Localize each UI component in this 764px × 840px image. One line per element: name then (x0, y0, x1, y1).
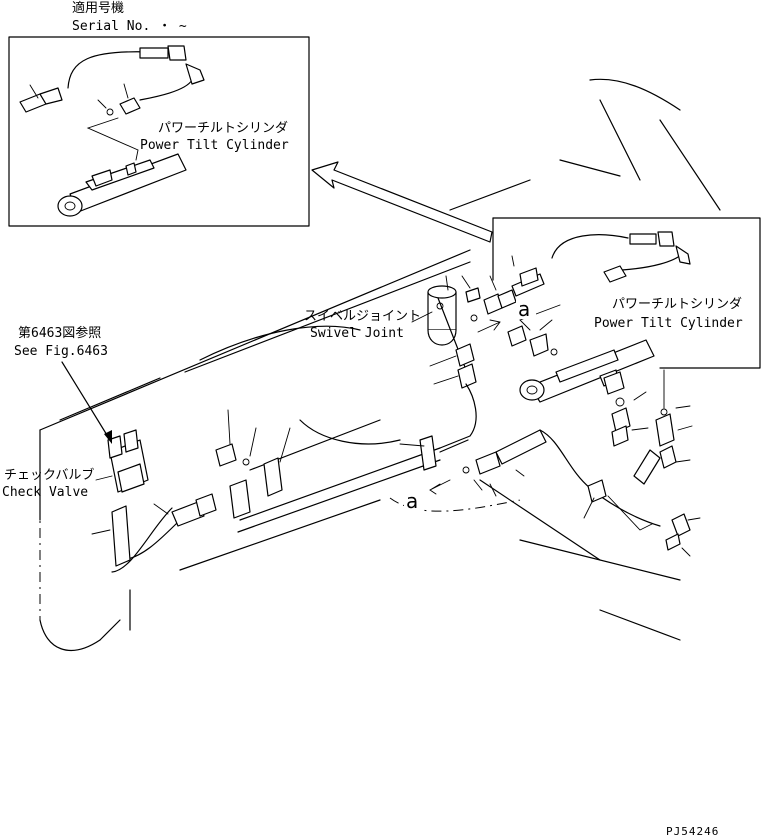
point-a-upper: a (518, 297, 530, 321)
swivel-fittings (445, 255, 558, 357)
check-valve-label-ja: チェックバルブ (4, 467, 94, 483)
inset-adapter-fitting (106, 97, 141, 116)
reference-label-ja: 第6463図参照 (18, 325, 101, 341)
hydraulic-pipes (111, 383, 661, 573)
reference-label-en: See Fig.6463 (14, 344, 108, 359)
check-valve (107, 429, 149, 493)
swivel-joint-label-ja: スイベルジョイント (304, 309, 421, 324)
inset-cylinder-label-en: Power Tilt Cylinder (140, 138, 289, 153)
right-detail-box: パワーチルトシリンダ Power Tilt Cylinder (492, 217, 761, 403)
swivel-joint (427, 285, 477, 389)
point-a-lower: a (406, 489, 418, 513)
cylinder-side-fittings (583, 369, 701, 557)
inset-elbow-fitting (139, 45, 205, 85)
pipe-clamp-1 (419, 435, 437, 471)
reference-pointer-arrow (61, 361, 112, 444)
inset-cylinder-label-ja: パワーチルトシリンダ (158, 121, 288, 136)
check-valve-fittings (91, 355, 459, 567)
main-cylinder-label-ja: パワーチルトシリンダ (612, 297, 742, 312)
applicable-serial-label: 適用号機 (72, 0, 124, 16)
swivel-joint-label-en: Swivel Joint (310, 326, 404, 341)
inset-hose-end-fitting (19, 87, 63, 113)
right-elbow-fitting (629, 231, 691, 265)
check-valve-label-en: Check Valve (2, 485, 88, 500)
lower-hose-assembly (462, 429, 547, 497)
inset-detail-box: パワーチルトシリンダ Power Tilt Cylinder (8, 36, 310, 227)
detail-pointer-arrow (311, 161, 493, 243)
inset-power-tilt-cylinder (57, 153, 187, 217)
machine-frame-outline (39, 78, 721, 651)
serial-number-label: Serial No. ・ ~ (72, 19, 187, 34)
pipe-clamp-2 (263, 457, 283, 497)
right-adapter-fitting (603, 265, 627, 283)
figure-code: PJ54246 (666, 825, 719, 838)
main-cylinder-label-en: Power Tilt Cylinder (594, 316, 743, 331)
